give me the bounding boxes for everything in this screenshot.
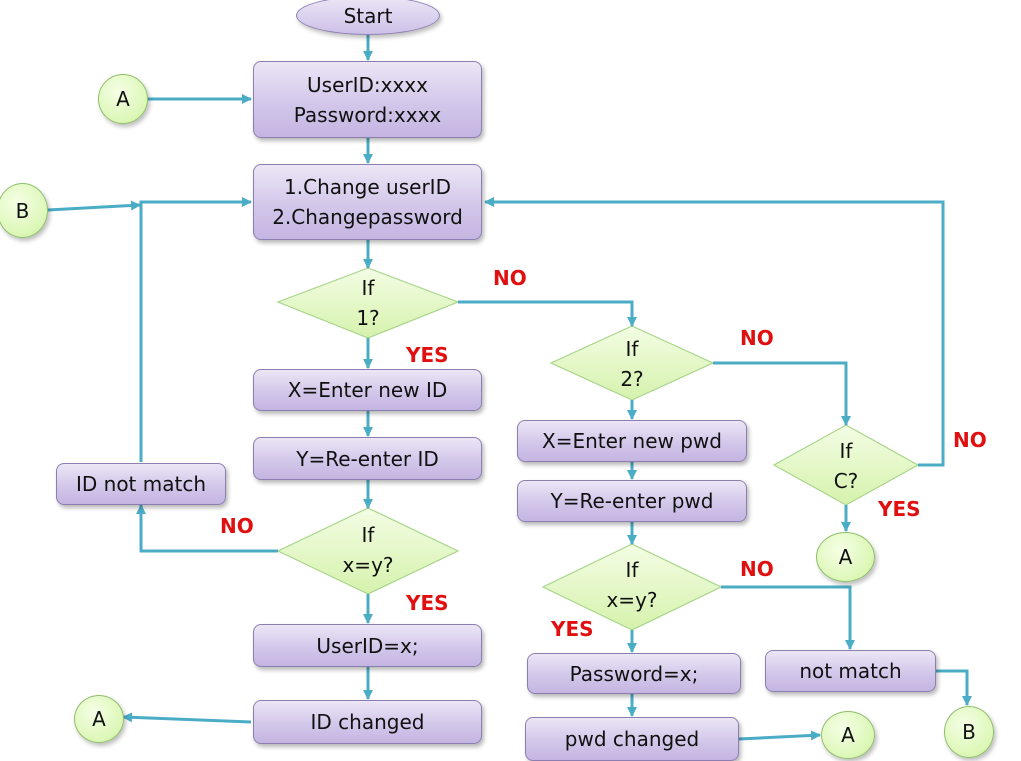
pwd-changed-text: pwd changed bbox=[564, 727, 700, 751]
decision-if2-text: If 2? bbox=[620, 337, 644, 391]
label-yes-if1: YES bbox=[406, 343, 449, 367]
userid-assign-text: UserID=x; bbox=[316, 633, 419, 658]
pwd-changed-box: pwd changed bbox=[525, 717, 739, 761]
label-yes-ifc: YES bbox=[878, 497, 921, 521]
arrow-pwdchanged-a bbox=[738, 730, 821, 741]
label-no-ifc: NO bbox=[953, 428, 987, 452]
connector-a-text: A bbox=[841, 723, 855, 747]
label-no-if2: NO bbox=[740, 326, 774, 350]
login-password-text: Password:xxxx bbox=[293, 102, 442, 127]
label-yes-pwd-match: YES bbox=[551, 617, 594, 641]
connector-a-ifc-yes: A bbox=[816, 532, 875, 582]
connector-a-text: A bbox=[838, 545, 853, 569]
password-assign-box: Password=x; bbox=[527, 653, 741, 694]
arrow-match-no-notmatch bbox=[136, 504, 278, 553]
userid-assign-box: UserID=x; bbox=[253, 624, 482, 667]
id-changed-text: ID changed bbox=[310, 710, 425, 734]
enter-new-id-box: X=Enter new ID bbox=[253, 369, 482, 411]
start-label: Start bbox=[343, 3, 393, 28]
not-match-text: not match bbox=[799, 659, 902, 683]
login-userid-text: UserID:xxxx bbox=[307, 72, 428, 97]
login-box: UserID:xxxx Password:xxxx bbox=[253, 61, 482, 138]
connector-b-text: B bbox=[962, 720, 976, 744]
connector-b-bottom-right: B bbox=[944, 706, 994, 758]
menu-option-1: 1.Change userID bbox=[284, 175, 451, 199]
decision-id-match-text: If x=y? bbox=[342, 523, 394, 577]
id-not-match-text: ID not match bbox=[75, 472, 207, 496]
not-match-box: not match bbox=[765, 650, 936, 692]
reenter-id-text: Y=Re-enter ID bbox=[296, 446, 439, 471]
decision-pwd-match-text: If x=y? bbox=[606, 558, 658, 612]
id-not-match-box: ID not match bbox=[56, 463, 226, 505]
reenter-pwd-box: Y=Re-enter pwd bbox=[517, 480, 747, 522]
start-terminal: Start bbox=[296, 0, 440, 35]
arrow-idnotmatch-menu bbox=[139, 197, 252, 462]
password-assign-text: Password=x; bbox=[569, 661, 699, 686]
arrow-idchanged-a bbox=[122, 712, 252, 724]
decision-if1-text: If 1? bbox=[356, 276, 380, 330]
enter-new-pwd-box: X=Enter new pwd bbox=[517, 420, 747, 462]
enter-new-id-text: X=Enter new ID bbox=[287, 378, 448, 402]
menu-option-2: 2.Changepassword bbox=[272, 205, 463, 229]
id-changed-box: ID changed bbox=[253, 700, 482, 744]
connector-b-left: B bbox=[0, 183, 48, 238]
label-no-if1: NO bbox=[493, 266, 527, 290]
reenter-pwd-text: Y=Re-enter pwd bbox=[550, 489, 714, 513]
label-no-pwd-match: NO bbox=[740, 557, 774, 581]
arrow-if1-no bbox=[458, 300, 637, 327]
connector-a-text: A bbox=[116, 87, 130, 111]
connector-b-text: B bbox=[15, 198, 30, 223]
menu-box: 1.Change userID 2.Changepassword bbox=[253, 164, 482, 240]
connector-a-text: A bbox=[92, 707, 106, 731]
arrow-ifc-no bbox=[484, 197, 945, 467]
connector-a-bottom-left: A bbox=[74, 695, 124, 743]
connector-a-bottom-right: A bbox=[821, 711, 875, 759]
connector-a-left-top: A bbox=[98, 74, 148, 124]
decision-ifc-text: If C? bbox=[833, 439, 859, 493]
enter-new-pwd-text: X=Enter new pwd bbox=[542, 429, 722, 453]
reenter-id-box: Y=Re-enter ID bbox=[253, 437, 482, 480]
label-yes-id-match: YES bbox=[406, 591, 449, 615]
label-no-id-match: NO bbox=[220, 514, 254, 538]
arrow-b-menu bbox=[47, 200, 141, 212]
arrow-notmatch-b bbox=[936, 669, 972, 706]
arrow-if2-no bbox=[713, 361, 851, 426]
arrow-pwdmatch-no bbox=[721, 585, 855, 650]
